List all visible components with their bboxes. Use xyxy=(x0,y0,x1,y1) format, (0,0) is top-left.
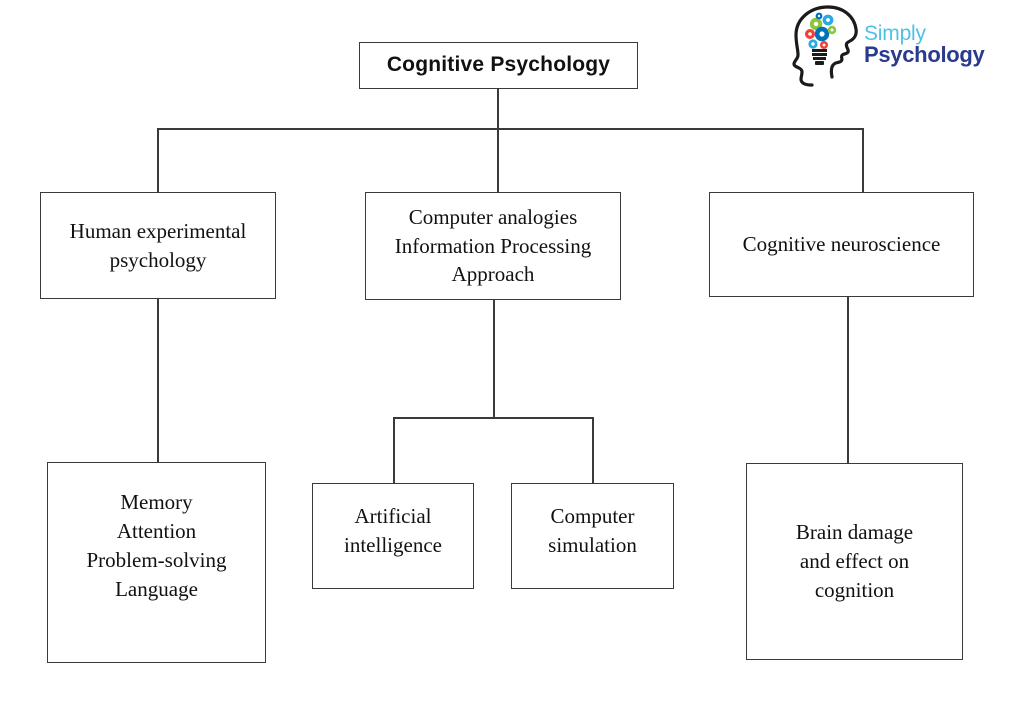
node-topics-lines: Memory Attention Problem-solving Languag… xyxy=(48,463,265,604)
connector-subbus-to-ai xyxy=(393,417,395,484)
connector-bus-to-human xyxy=(157,128,159,193)
node-brain-line-1: Brain damage xyxy=(795,520,914,545)
node-topics-line-3: Problem-solving xyxy=(86,547,227,572)
connector-bus-to-neuroscience xyxy=(862,128,864,193)
node-human-experimental-psychology: Human experimental psychology xyxy=(40,192,276,299)
node-ai-lines: Artificial intelligence xyxy=(313,484,473,560)
node-computer-line-3: Approach xyxy=(451,262,535,287)
head-with-gears-lightbulb-icon xyxy=(792,5,858,87)
node-computer-analogies: Computer analogies Information Processin… xyxy=(365,192,621,300)
simply-psychology-logo: Simply Psychology xyxy=(788,2,985,88)
logo-word-simply: Simply xyxy=(864,22,926,46)
node-ai-line-1: Artificial xyxy=(354,504,432,528)
connector-subbus-to-simulation xyxy=(592,417,594,484)
node-human-lines: Human experimental psychology xyxy=(41,217,275,275)
logo-word-psychology: Psychology xyxy=(864,42,985,68)
node-cognitive-topics: Memory Attention Problem-solving Languag… xyxy=(47,462,266,663)
node-brain-line-2: and effect on xyxy=(799,549,910,574)
node-brain-lines: Brain damage and effect on cognition xyxy=(747,518,962,605)
connector-bus-to-computer xyxy=(497,128,499,193)
connector-main-bus xyxy=(157,128,862,130)
node-artificial-intelligence: Artificial intelligence xyxy=(312,483,474,589)
node-simulation-line-2: simulation xyxy=(548,532,637,557)
connector-root-to-bus xyxy=(497,89,499,129)
node-cognitive-psychology: Cognitive Psychology xyxy=(359,42,638,89)
node-neuro-line-1: Cognitive neuroscience xyxy=(742,232,941,257)
node-computer-line-2: Information Processing xyxy=(394,233,592,258)
logo-wordmark: Simply Psychology xyxy=(864,22,985,68)
node-simulation-line-1: Computer xyxy=(550,504,635,528)
node-human-line-2: psychology xyxy=(109,247,207,272)
node-topics-line-4: Language xyxy=(115,576,198,601)
node-topics-line-2: Attention xyxy=(116,518,197,543)
node-computer-lines: Computer analogies Information Processin… xyxy=(366,203,620,290)
node-computer-simulation: Computer simulation xyxy=(511,483,674,589)
node-human-line-1: Human experimental xyxy=(69,218,247,243)
connector-sub-bus xyxy=(393,417,593,419)
node-brain-damage: Brain damage and effect on cognition xyxy=(746,463,963,660)
connector-human-to-topics xyxy=(157,299,159,463)
node-ai-line-2: intelligence xyxy=(344,532,442,557)
node-neuro-lines: Cognitive neuroscience xyxy=(710,230,973,259)
node-topics-line-1: Memory xyxy=(120,490,193,514)
connector-computer-to-subbus xyxy=(493,300,495,418)
connector-neuroscience-to-brain xyxy=(847,297,849,464)
node-computer-line-1: Computer analogies xyxy=(408,204,578,229)
node-simulation-lines: Computer simulation xyxy=(512,484,673,560)
node-brain-line-3: cognition xyxy=(814,577,895,602)
node-root-label: Cognitive Psychology xyxy=(386,53,611,77)
node-cognitive-neuroscience: Cognitive neuroscience xyxy=(709,192,974,297)
